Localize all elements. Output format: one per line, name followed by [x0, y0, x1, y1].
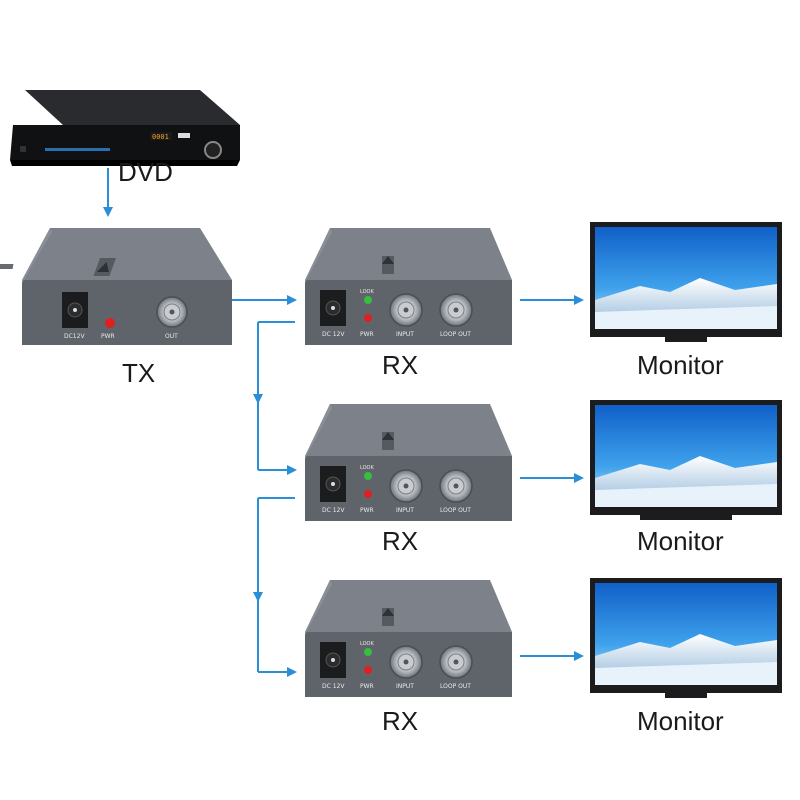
rx2-dc12v-label: DC 12V — [322, 507, 345, 514]
rx3-dc12v-label: DC 12V — [322, 683, 345, 690]
monitor-2 — [590, 400, 782, 520]
tx-out-label: OUT — [165, 333, 178, 340]
rx-device-2: DC 12V LOOK PWR INPUT LOOP OUT — [305, 404, 512, 521]
tx-device: DC12V PWR OUT — [0, 228, 232, 345]
rx2-loop-out-label: LOOP OUT — [440, 507, 471, 514]
rx2-input-label: INPUT — [396, 507, 414, 514]
rx2-pwr-label: PWR — [360, 507, 374, 514]
rx1-input-label: INPUT — [396, 331, 414, 338]
rx1-pwr-label: PWR — [360, 331, 374, 338]
monitor-label-3: Monitor — [637, 706, 724, 736]
rx1-look-label: LOOK — [360, 289, 374, 295]
rx3-pwr-led — [364, 666, 372, 674]
tx-pwr-led — [105, 318, 115, 328]
monitor-label-1: Monitor — [637, 350, 724, 380]
rx1-dc12v-label: DC 12V — [322, 331, 345, 338]
dvd-display-text: 0001 — [152, 133, 169, 141]
rx-label-1: RX — [382, 350, 419, 380]
monitor-1 — [590, 222, 782, 342]
rx3-look-led — [364, 648, 372, 656]
rx3-loop-out-label: LOOP OUT — [440, 683, 471, 690]
connection-arrows — [103, 168, 584, 677]
rx-label-3: RX — [382, 706, 419, 736]
tx-pwr-label: PWR — [101, 333, 115, 340]
rx2-look-led — [364, 472, 372, 480]
monitor-label-2: Monitor — [637, 526, 724, 556]
rx2-look-label: LOOK — [360, 465, 374, 471]
rx3-pwr-label: PWR — [360, 683, 374, 690]
dvd-label: DVD — [118, 157, 173, 187]
rx-device-1: DC 12V LOOK PWR INPUT LOOP OUT — [305, 228, 512, 345]
monitor-3 — [590, 578, 782, 698]
rx1-pwr-led — [364, 314, 372, 322]
rx1-look-led — [364, 296, 372, 304]
dvd-player: 0001 — [10, 90, 240, 166]
rx-device-3: DC 12V LOOK PWR INPUT LOOP OUT — [305, 580, 512, 697]
tx-dc12v-label: DC12V — [64, 333, 85, 340]
rx1-loop-out-label: LOOP OUT — [440, 331, 471, 338]
rx-label-2: RX — [382, 526, 419, 556]
rx2-pwr-led — [364, 490, 372, 498]
rx3-look-label: LOOK — [360, 641, 374, 647]
tx-label: TX — [122, 358, 156, 388]
rx3-input-label: INPUT — [396, 683, 414, 690]
